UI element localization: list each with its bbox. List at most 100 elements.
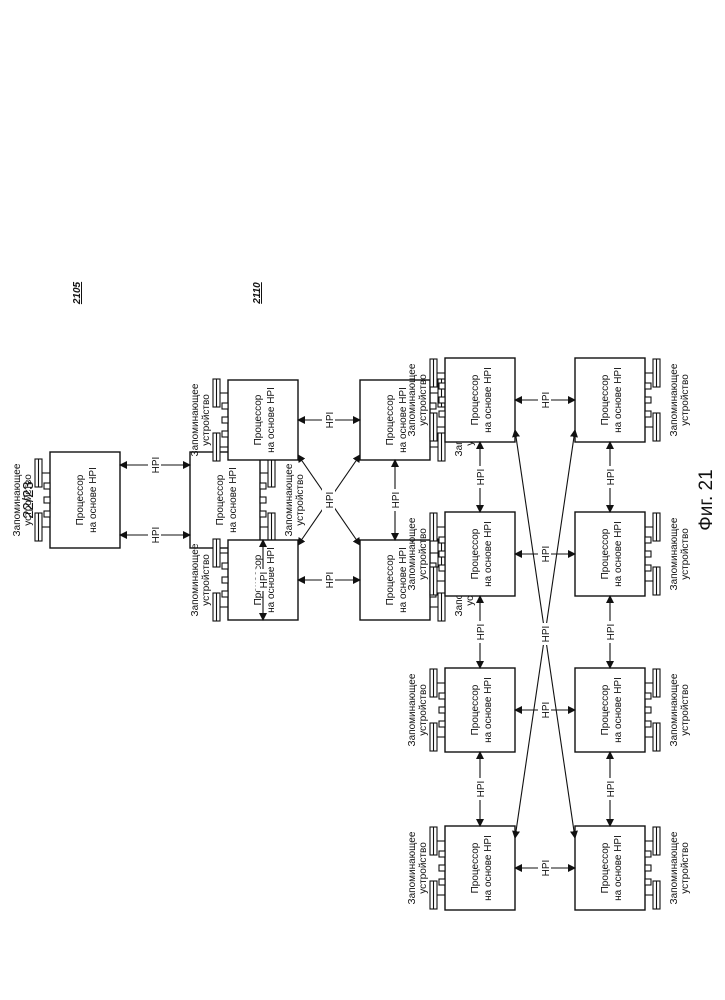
- processor-label: Процессор: [253, 394, 264, 445]
- hpi-label: HPI: [606, 624, 617, 641]
- hpi-label: HPI: [151, 457, 162, 474]
- hpi-link: HPI: [298, 409, 360, 431]
- hpi-processor-node: Процессорна основе HPIЗапоминающееустрой…: [575, 358, 691, 442]
- memory-label: Запоминающее: [669, 363, 680, 436]
- hpi-label: HPI: [541, 546, 552, 563]
- memory-port: [645, 411, 651, 417]
- memory-label: Запоминающее: [284, 463, 295, 536]
- memory-label: устройство: [418, 528, 429, 580]
- memory-label: устройство: [201, 394, 212, 446]
- memory-port: [222, 431, 228, 437]
- processor-label: Процессор: [600, 842, 611, 893]
- hpi-label: HPI: [259, 572, 270, 589]
- memory-port: [439, 537, 445, 543]
- hpi-link: HPI: [473, 596, 487, 668]
- hpi-link: HPI: [388, 460, 402, 540]
- memory-port: [222, 563, 228, 569]
- memory-port: [44, 511, 50, 517]
- memory-port: [439, 865, 445, 871]
- memory-port: [645, 397, 651, 403]
- hpi-processor-node: Процессорна основе HPIЗапоминающееустрой…: [190, 452, 306, 548]
- hpi-link: HPI: [473, 442, 487, 512]
- hpi-processor-node: Процессорна основе HPI Запоминающееустрой…: [575, 512, 691, 596]
- memory-label: Запоминающее: [669, 831, 680, 904]
- memory-port: [439, 383, 445, 389]
- processor-label: на основе HPI: [483, 367, 494, 433]
- hpi-processor-node: Процессорна основе HPI Запоминающееустрой…: [407, 668, 515, 752]
- memory-port: [645, 537, 651, 543]
- memory-port: [645, 707, 651, 713]
- memory-label: устройство: [418, 374, 429, 426]
- hpi-label: HPI: [476, 469, 487, 486]
- memory-label: устройство: [680, 684, 691, 736]
- memory-label: Запоминающее: [407, 517, 418, 590]
- processor-label: Процессор: [75, 474, 86, 525]
- memory-label: Запоминающее: [407, 831, 418, 904]
- memory-label: устройство: [418, 684, 429, 736]
- memory-label: Запоминающее: [407, 363, 418, 436]
- memory-port: [439, 693, 445, 699]
- hpi-label: HPI: [325, 572, 336, 589]
- processor-label: Процессор: [600, 528, 611, 579]
- processor-label: Процессор: [470, 374, 481, 425]
- memory-label: Запоминающее: [407, 673, 418, 746]
- hpi-processor-node: Процессорна основе HPIЗапоминающееустрой…: [407, 826, 515, 910]
- processor-label: Процессор: [600, 684, 611, 735]
- memory-port: [44, 497, 50, 503]
- memory-port: [44, 483, 50, 489]
- processor-label: на основе HPI: [483, 677, 494, 743]
- memory-port: [645, 721, 651, 727]
- processor-label: на основе HPI: [613, 835, 624, 901]
- hpi-link: HPI: [120, 454, 190, 476]
- processor-label: Процессор: [600, 374, 611, 425]
- memory-port: [645, 879, 651, 885]
- processor-label: Процессор: [385, 554, 396, 605]
- memory-port: [430, 403, 436, 409]
- hpi-label: HPI: [476, 624, 487, 641]
- processor-label: на основе HPI: [613, 677, 624, 743]
- memory-port: [645, 565, 651, 571]
- processor-label: на основе HPI: [613, 367, 624, 433]
- page-number: 22/23: [20, 481, 37, 519]
- memory-port: [222, 577, 228, 583]
- memory-label: устройство: [680, 528, 691, 580]
- hpi-label: HPI: [541, 392, 552, 409]
- hpi-link: HPI: [515, 699, 575, 721]
- hpi-label: HPI: [325, 412, 336, 429]
- memory-port: [439, 565, 445, 571]
- hpi-link: HPI: [298, 569, 360, 591]
- ref-2105: 2105: [72, 281, 83, 305]
- memory-port: [645, 851, 651, 857]
- hpi-label: HPI: [606, 781, 617, 798]
- processor-label: Процессор: [470, 684, 481, 735]
- memory-port: [222, 417, 228, 423]
- processor-label: на основе HPI: [483, 835, 494, 901]
- hpi-processor-node: Процессорна основе HPIЗапоминающееустрой…: [190, 379, 298, 461]
- memory-port: [645, 693, 651, 699]
- hpi-link: HPI: [603, 752, 617, 826]
- hpi-label: HPI: [541, 702, 552, 719]
- memory-label: Запоминающее: [669, 517, 680, 590]
- memory-port: [439, 879, 445, 885]
- memory-port: [645, 551, 651, 557]
- hpi-link: HPI: [603, 596, 617, 668]
- memory-label: устройство: [680, 842, 691, 894]
- memory-port: [439, 851, 445, 857]
- hpi-link: HPI: [515, 543, 575, 565]
- memory-port: [260, 511, 266, 517]
- processor-label: Процессор: [385, 394, 396, 445]
- processor-label: Процессор: [470, 528, 481, 579]
- memory-port: [222, 403, 228, 409]
- processor-label: на основе HPI: [483, 521, 494, 587]
- memory-port: [439, 707, 445, 713]
- processor-label: на основе HPI: [613, 521, 624, 587]
- memory-label: устройство: [295, 474, 306, 526]
- hpi-processor-node: Процессорна основе HPIЗапоминающееустрой…: [190, 539, 298, 621]
- hpi-link: HPI: [515, 857, 575, 879]
- memory-label: устройство: [201, 554, 212, 606]
- memory-label: устройство: [418, 842, 429, 894]
- hpi-link: HPI: [473, 752, 487, 826]
- hpi-label: HPI: [541, 626, 552, 643]
- hpi-label: HPI: [391, 492, 402, 509]
